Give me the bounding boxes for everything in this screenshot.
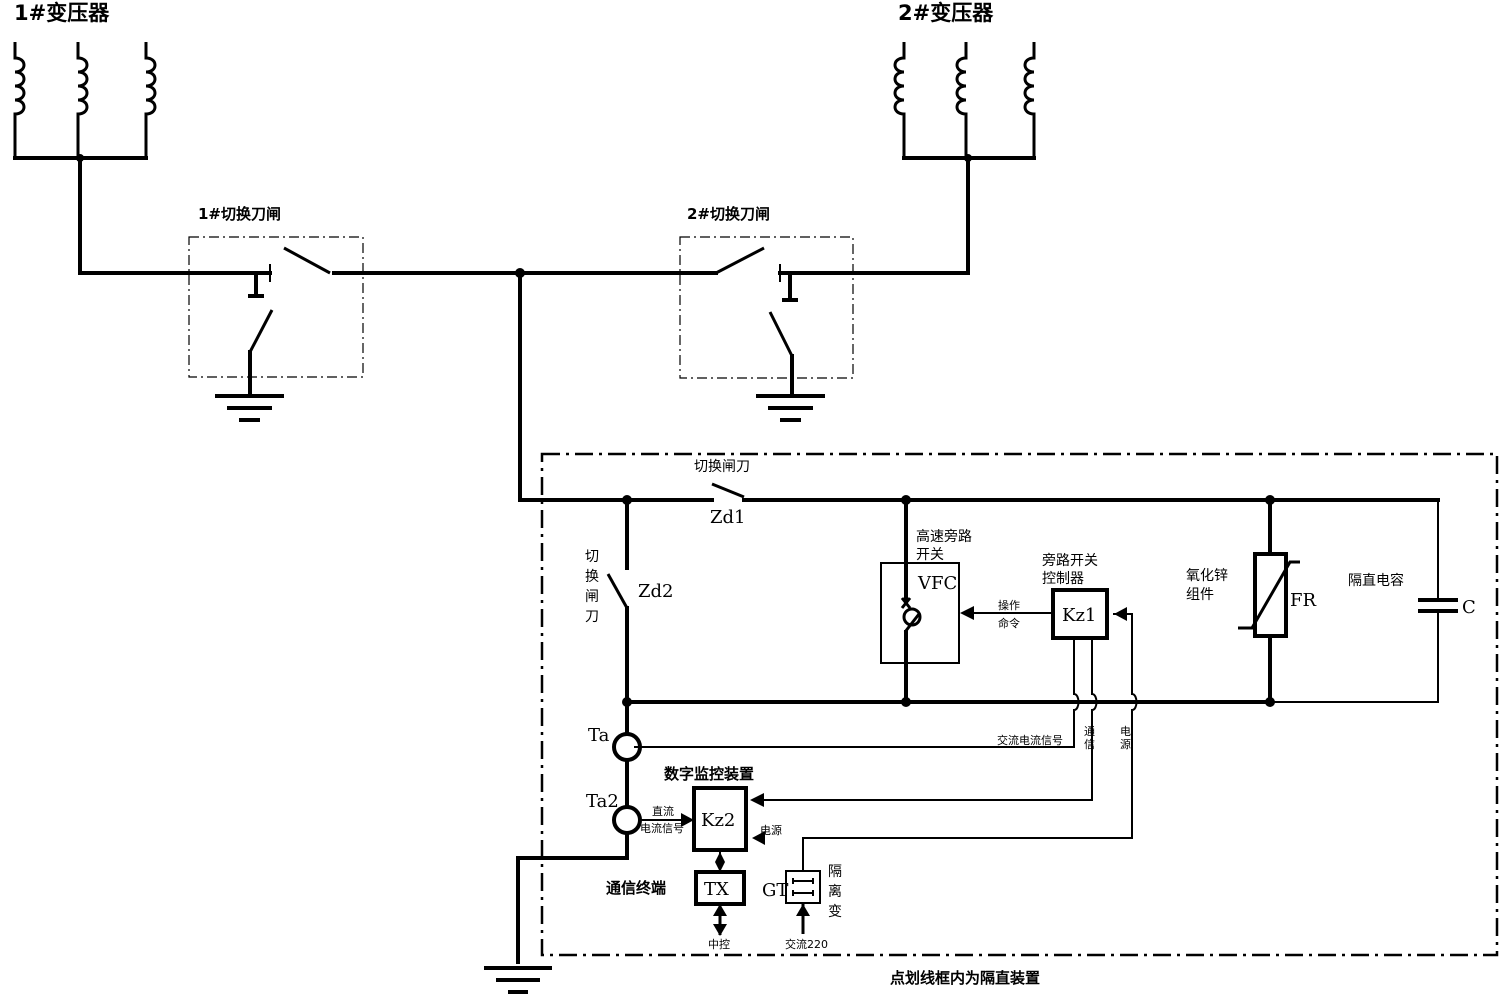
bypass-controller-caption-1: 旁路开关 bbox=[1042, 552, 1098, 569]
comm-wire bbox=[756, 638, 1098, 801]
switch2-frame bbox=[679, 236, 854, 379]
zd1-caption: 切换闸刀 bbox=[694, 458, 750, 475]
transformer2-windings bbox=[893, 42, 1036, 162]
kz1-box bbox=[1051, 588, 1109, 640]
ac-signal-wire bbox=[634, 638, 1080, 748]
power-label-2: 源 bbox=[1120, 737, 1131, 751]
ground-wire bbox=[516, 831, 629, 964]
tx-label: TX bbox=[704, 879, 729, 900]
operate-cmd-1: 操作 bbox=[998, 598, 1020, 612]
vfc-box bbox=[880, 562, 960, 664]
isolation-device-frame bbox=[540, 452, 1499, 957]
bypass-switch-caption-1: 高速旁路 bbox=[916, 528, 972, 545]
switch2-symbol bbox=[715, 246, 798, 396]
power-wire-kz1 bbox=[802, 613, 1138, 839]
power-label-kz2: 电源 bbox=[760, 823, 782, 837]
vfc-label: VFC bbox=[917, 573, 957, 594]
ac-signal-label: 交流电流信号 bbox=[997, 733, 1063, 747]
gt-label: GT bbox=[762, 880, 788, 901]
zd2-blade bbox=[606, 573, 629, 609]
switch1-symbol bbox=[248, 246, 331, 396]
svg-text:切: 切 bbox=[585, 549, 599, 565]
cap-caption: 隔直电容 bbox=[1348, 572, 1404, 589]
zd1-label: Zd1 bbox=[710, 507, 745, 528]
switch2-title: 2#切换刀闸 bbox=[687, 205, 770, 223]
transformer1-windings bbox=[13, 42, 157, 162]
switch1-title: 1#切换刀闸 bbox=[198, 205, 281, 223]
gt-transformer-icon bbox=[792, 878, 814, 896]
svg-text:换: 换 bbox=[585, 568, 599, 585]
ground2-icon bbox=[756, 394, 825, 422]
ta2-label: Ta2 bbox=[586, 791, 619, 812]
zno-caption-1: 氧化锌 bbox=[1186, 568, 1228, 584]
dc-signal-2: 电流信号 bbox=[640, 821, 684, 835]
ground3-icon bbox=[484, 966, 552, 994]
comm-label-1: 通 bbox=[1084, 725, 1095, 738]
power-label-1: 电 bbox=[1120, 725, 1131, 738]
ac220-label: 交流220 bbox=[785, 937, 828, 951]
dc-signal-1: 直流 bbox=[652, 804, 674, 818]
zd2-label: Zd2 bbox=[638, 581, 673, 602]
zd2-caption: 切 换 闸 刀 bbox=[585, 549, 599, 625]
transformer2-title: 2#变压器 bbox=[898, 1, 994, 25]
switch1-frame bbox=[188, 236, 364, 378]
fr-label: FR bbox=[1290, 590, 1316, 611]
svg-text:变: 变 bbox=[828, 904, 842, 920]
comm-label-2: 信 bbox=[1084, 738, 1095, 751]
kz2-label: Kz2 bbox=[701, 810, 735, 831]
frame-caption: 点划线框内为隔直装置 bbox=[890, 969, 1040, 987]
cap-label: C bbox=[1462, 597, 1476, 618]
gt-box bbox=[785, 870, 821, 904]
ground1-icon bbox=[215, 394, 284, 422]
zno-caption-2: 组件 bbox=[1186, 587, 1214, 603]
bypass-switch-caption-2: 开关 bbox=[916, 547, 944, 563]
svg-text:隔: 隔 bbox=[828, 864, 842, 880]
central-label: 中控 bbox=[708, 937, 730, 951]
svg-text:闸: 闸 bbox=[585, 589, 599, 605]
bypass-controller-caption-2: 控制器 bbox=[1042, 571, 1084, 587]
transformer1-title: 1#变压器 bbox=[14, 1, 110, 25]
monitor-caption: 数字监控装置 bbox=[664, 765, 754, 783]
capacitor-icon bbox=[1418, 598, 1458, 613]
isolation-tf-caption: 隔 离 变 bbox=[828, 864, 842, 920]
svg-text:刀: 刀 bbox=[585, 609, 599, 625]
operate-cmd-2: 命令 bbox=[998, 616, 1020, 630]
kz1-label: Kz1 bbox=[1062, 605, 1096, 626]
ta-label: Ta bbox=[588, 725, 610, 746]
zd1-blade bbox=[711, 482, 745, 499]
svg-text:离: 离 bbox=[828, 883, 842, 900]
comm-terminal-caption: 通信终端 bbox=[606, 879, 666, 897]
upper-bus-wiring bbox=[78, 156, 970, 502]
